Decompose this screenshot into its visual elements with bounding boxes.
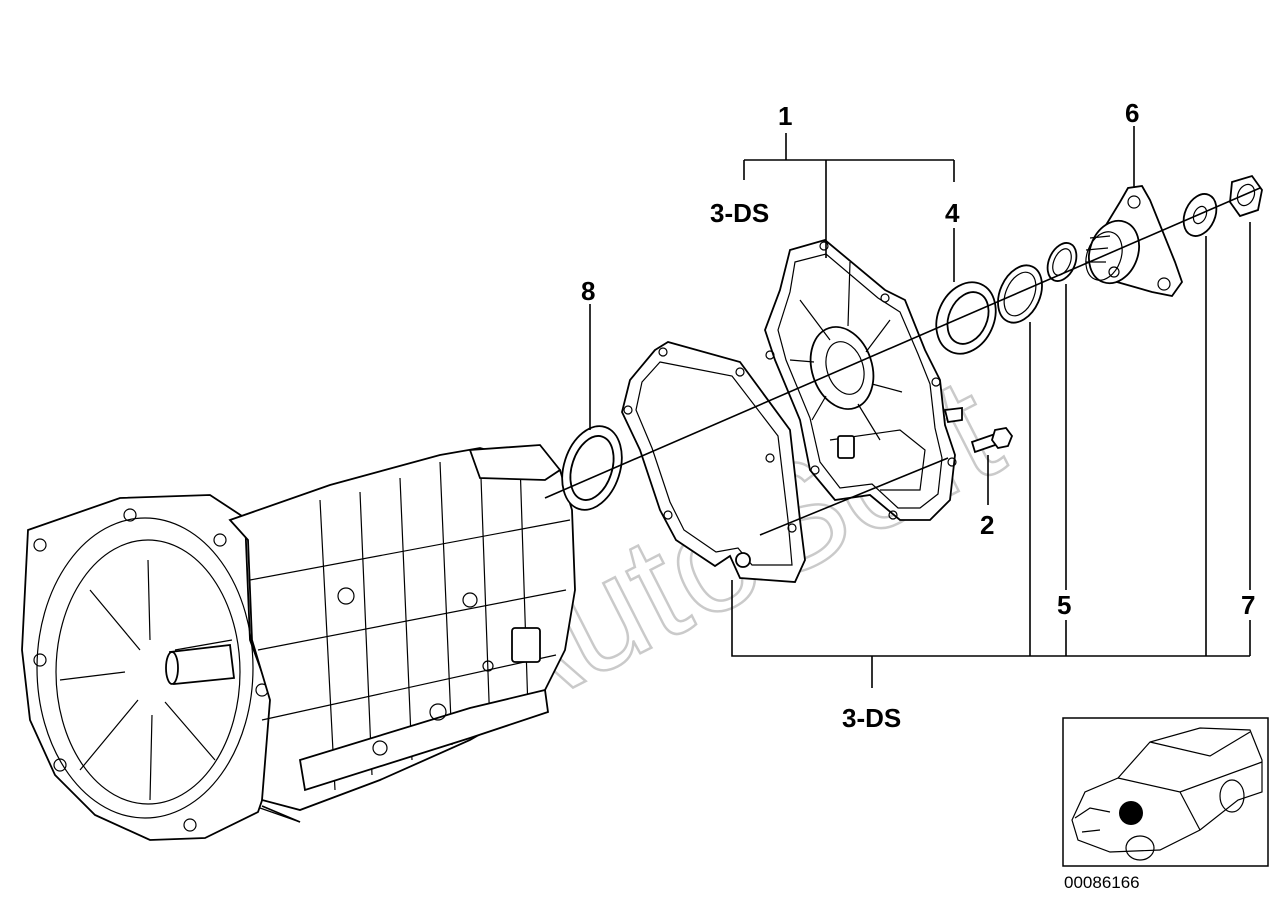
assembly-axis-line bbox=[544, 187, 1261, 499]
callout-6: 6 bbox=[1125, 98, 1139, 128]
car-locator-icon bbox=[1062, 717, 1269, 867]
callout-1: 1 bbox=[778, 101, 792, 131]
callout-3ds-top: 3-DS bbox=[710, 198, 769, 228]
washer-nut-icon bbox=[1182, 174, 1263, 237]
output-flange-icon bbox=[1085, 185, 1184, 297]
callout-4: 4 bbox=[945, 198, 960, 228]
callout-7: 7 bbox=[1241, 590, 1255, 620]
leader-lines bbox=[589, 126, 1251, 688]
callout-5: 5 bbox=[1057, 590, 1071, 620]
transmission-assembly-icon bbox=[21, 444, 576, 841]
shaft-seal-icon bbox=[561, 425, 623, 511]
bolt-icon bbox=[970, 427, 1014, 454]
gasket-axis-line bbox=[759, 457, 949, 536]
location-marker-icon bbox=[1119, 801, 1143, 825]
shaft-seal-icon bbox=[935, 281, 997, 355]
circlip-icon bbox=[997, 242, 1078, 324]
diagram-id: 00086166 bbox=[1064, 873, 1140, 892]
gasket-icon bbox=[621, 341, 806, 583]
transmission-cover-icon bbox=[764, 239, 963, 521]
callout-2: 2 bbox=[980, 510, 994, 540]
callout-8: 8 bbox=[581, 276, 595, 306]
callout-3ds-bottom: 3-DS bbox=[842, 703, 901, 733]
